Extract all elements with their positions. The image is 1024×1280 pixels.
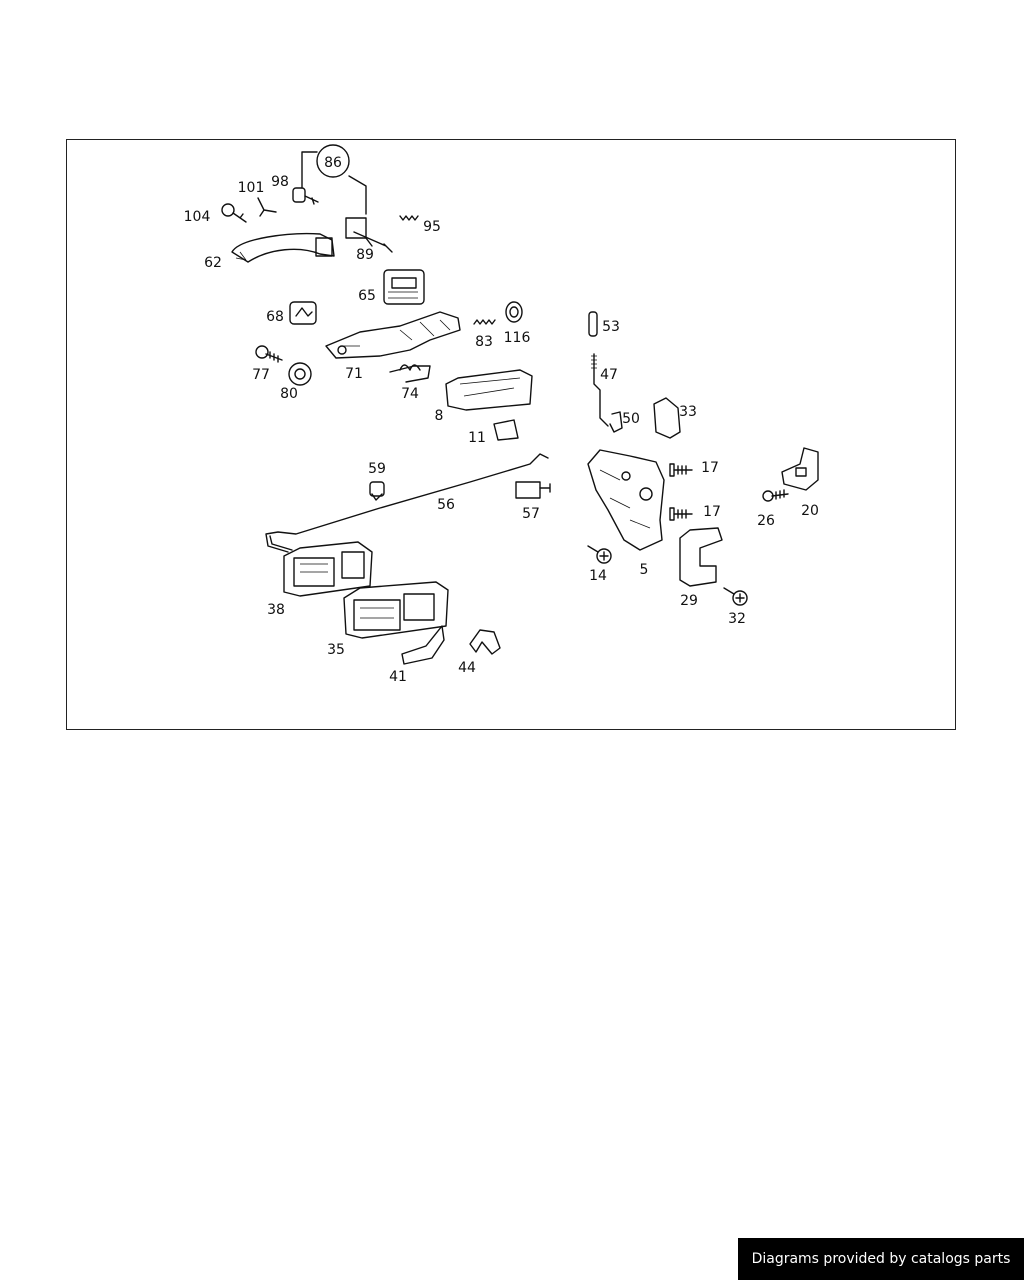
callout-label: 47 [600, 367, 618, 383]
clip-50 [609, 411, 623, 433]
callout-label: 53 [602, 319, 620, 335]
callout-label: 80 [280, 386, 298, 402]
callout-label: 86 [324, 155, 342, 171]
callout-label: 17 [701, 460, 719, 476]
callout-label: 101 [238, 180, 265, 196]
callout-label: 11 [468, 430, 486, 446]
lock-knob-53 [588, 311, 598, 337]
callout-label: 32 [728, 611, 746, 627]
spring-74 [389, 364, 431, 383]
callout-label: 44 [458, 660, 476, 676]
leader-line [348, 175, 367, 215]
callout-label: 8 [435, 408, 444, 424]
callout-label: 98 [271, 174, 289, 190]
callout-label: 50 [622, 411, 640, 427]
cap-116 [505, 301, 523, 323]
key-104 [221, 203, 247, 223]
callout-label: 33 [679, 404, 697, 420]
rod-47 [593, 353, 609, 427]
inner-trim-35 [343, 581, 449, 639]
callout-label: 20 [801, 503, 819, 519]
callout-label: 77 [252, 367, 270, 383]
bezel-65 [383, 269, 425, 305]
clip-101 [257, 197, 277, 217]
door-lock-5 [587, 449, 665, 551]
callout-label: 59 [368, 461, 386, 477]
callout-label: 71 [345, 366, 363, 382]
callout-label: 104 [184, 209, 211, 225]
plate-29 [679, 527, 723, 587]
callout-label: 5 [640, 562, 649, 578]
callout-label: 83 [475, 334, 493, 350]
grommet-68 [289, 301, 317, 325]
callout-label: 116 [504, 330, 531, 346]
spring-95 [399, 215, 419, 221]
lock-cylinder-89 [345, 217, 393, 253]
screw-17-upper [669, 463, 693, 477]
callout-label: 41 [389, 669, 407, 685]
screw-14 [587, 545, 612, 564]
lever-41 [401, 625, 445, 665]
callout-label: 89 [356, 247, 374, 263]
handle-carrier-71 [325, 311, 461, 359]
callout-label: 56 [437, 497, 455, 513]
callout-label: 74 [401, 386, 419, 402]
striker-20 [781, 447, 819, 491]
rod-56 [265, 453, 549, 553]
screw-17-lower [669, 507, 693, 521]
clip-11 [493, 419, 519, 441]
callout-label: 35 [327, 642, 345, 658]
callout-label: 65 [358, 288, 376, 304]
credit-badge: Diagrams provided by catalogs parts [738, 1238, 1024, 1280]
key-98 [292, 187, 319, 205]
callout-label: 38 [267, 602, 285, 618]
leader-line [301, 151, 318, 189]
callout-labels: 86 98 101 104 95 62 89 65 68 83 116 53 77 71 80 74 47 8 50… [184, 155, 819, 685]
screw-32 [723, 587, 748, 606]
callout-label: 95 [423, 219, 441, 235]
screw-26 [762, 489, 789, 502]
callout-label: 57 [522, 506, 540, 522]
callout-label: 68 [266, 309, 284, 325]
spring-83 [473, 319, 496, 325]
cover-44 [469, 629, 501, 655]
screw-77 [255, 345, 283, 363]
callout-label: 17 [703, 504, 721, 520]
cover-8 [445, 369, 533, 411]
holder-59 [369, 481, 385, 501]
callout-label: 62 [204, 255, 222, 271]
callout-label: 26 [757, 513, 775, 529]
callout-circle-86 [316, 144, 350, 178]
guide-57 [515, 481, 551, 499]
outer-handle-62 [231, 232, 335, 263]
cover-33 [653, 397, 681, 439]
inner-trim-38 [283, 541, 373, 597]
nut-80 [288, 362, 312, 386]
callout-label: 14 [589, 568, 607, 584]
callout-label: 29 [680, 593, 698, 609]
